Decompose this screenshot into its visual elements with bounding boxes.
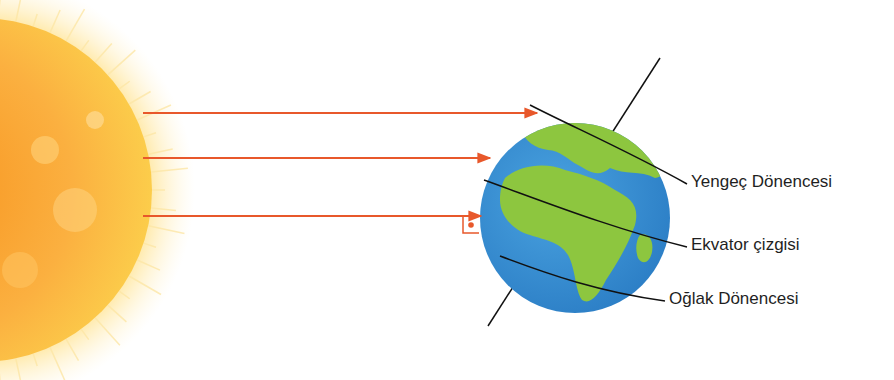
right-angle-mark [463,217,479,233]
tropic-label: Yengeç Dönencesi [689,173,834,192]
sun [0,0,195,380]
tropic-label: Oğlak Dönencesi [667,290,800,309]
earth [480,58,687,326]
sun-rays [143,113,537,216]
tropic-label: Ekvator çizgisi [689,236,802,255]
